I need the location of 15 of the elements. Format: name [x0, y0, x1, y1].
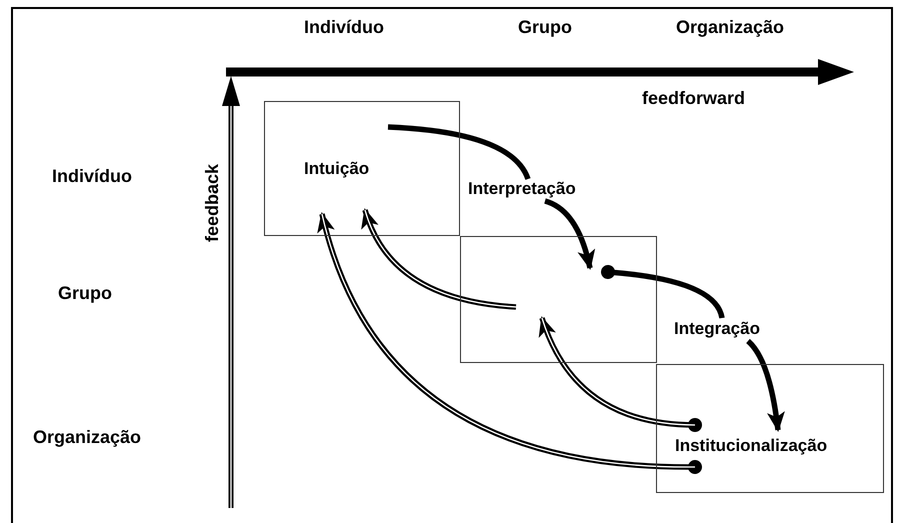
- level-label: Grupo: [58, 284, 112, 302]
- stage-label: Interpretação: [468, 179, 620, 199]
- axis-label: Grupo: [518, 18, 572, 36]
- stage-box: [460, 236, 657, 363]
- axis-label: Organização: [676, 18, 784, 36]
- axis-label: Indivíduo: [304, 18, 384, 36]
- level-label: Indivíduo: [52, 167, 132, 185]
- stage-label: Integração: [674, 319, 794, 339]
- stage-box: [656, 364, 884, 493]
- level-label: Organização: [33, 428, 142, 446]
- axis-label: feedback: [203, 162, 223, 242]
- stage-label: Intuição: [304, 160, 370, 177]
- axis-label: feedforward: [642, 89, 746, 107]
- stage-label: Institucionalização: [675, 437, 828, 454]
- stage-box: [264, 101, 460, 236]
